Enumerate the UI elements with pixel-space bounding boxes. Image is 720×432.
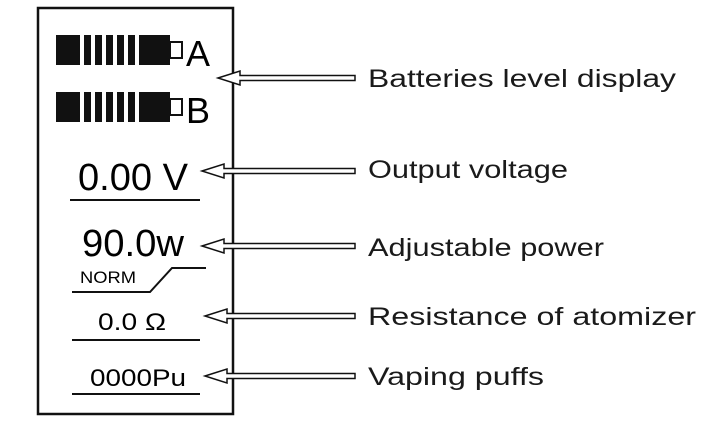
callout-power: Adjustable power [368, 234, 604, 262]
callout-voltage: Output voltage [368, 156, 568, 184]
battery-b-segment-gap [102, 92, 106, 122]
resistance-value: 0.0 Ω [98, 309, 166, 336]
power-value: 90.0w [82, 223, 185, 265]
callout-battery: Batteries level display [368, 65, 677, 93]
battery-b-segment-gap [124, 92, 128, 122]
arrow-power [199, 237, 356, 255]
battery-a-icon [56, 35, 183, 65]
screen-frame [36, 6, 235, 416]
puffs-value: 0000Pu [90, 365, 186, 392]
arrow-puffs [202, 367, 356, 385]
power-curve [72, 267, 206, 293]
mode-label: NORM [80, 268, 136, 287]
battery-a-segment-gap [91, 35, 95, 65]
battery-b-segment-gap [80, 92, 84, 122]
battery-b-segment-gap [135, 92, 139, 122]
callout-puffs: Vaping puffs [368, 363, 544, 391]
battery-a-segment-gap [124, 35, 128, 65]
battery-b-segment-gap [91, 92, 95, 122]
battery-a-segment-gap [113, 35, 117, 65]
arrow-battery [215, 69, 356, 87]
battery-a-segment-gap [102, 35, 106, 65]
battery-b-segment-gap [113, 92, 117, 122]
battery-a-segment-gap [135, 35, 139, 65]
output-voltage-value: 0.00 V [78, 157, 189, 199]
battery-a-label: A [186, 33, 210, 74]
battery-a-segment-gap [80, 35, 84, 65]
arrow-resistance [202, 307, 356, 325]
callout-resistance: Resistance of atomizer [368, 303, 696, 331]
arrow-voltage [199, 162, 356, 180]
battery-b-label: B [186, 90, 210, 131]
battery-b-icon [56, 92, 183, 122]
